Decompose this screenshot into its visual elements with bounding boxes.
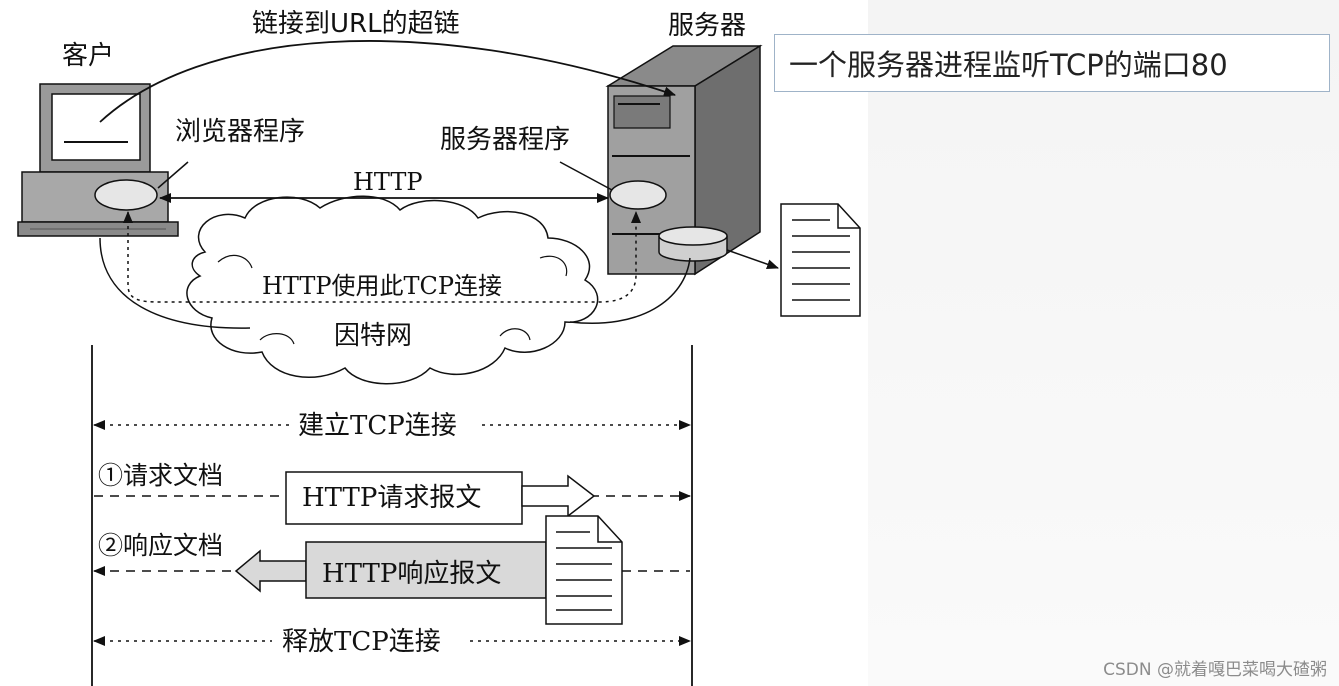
client-computer-icon (17, 83, 179, 237)
establish-label: 建立TCP连接 (298, 411, 457, 441)
response-document-icon (545, 515, 623, 625)
server-process-oval (609, 180, 667, 210)
request-step-label: ①请求文档 (98, 461, 223, 490)
browser-process-oval (94, 179, 158, 211)
cloud-inner-scallops (217, 254, 568, 345)
response-block-arrow (234, 549, 307, 593)
server-tower-icon (605, 44, 763, 276)
response-message-box (305, 541, 547, 599)
response-step-label: ②响应文档 (98, 531, 223, 560)
watermark: CSDN @就着嘎巴菜喝大碴粥 (1103, 660, 1327, 680)
disk-icon (658, 226, 728, 262)
response-message-label: HTTP响应报文 (322, 559, 501, 589)
request-message-label: HTTP请求报文 (302, 483, 481, 513)
slide-background (868, 0, 1339, 686)
internet-label: 因特网 (334, 321, 412, 351)
server-label: 服务器 (668, 11, 746, 41)
disk-to-document-arrow (726, 249, 779, 270)
http-over-tcp-label: HTTP使用此TCP连接 (262, 272, 502, 300)
internet-link-solid (99, 237, 691, 329)
release-label: 释放TCP连接 (282, 627, 441, 657)
server-program-pointer (559, 161, 613, 191)
browser-label: 浏览器程序 (175, 117, 305, 147)
diagram-canvas: 客户 服务器 链接到URL的超链 浏览器程序 服务器程序 HTTP HTTP使用… (17, 9, 861, 686)
request-block-arrow (521, 474, 596, 518)
server-program-label: 服务器程序 (440, 125, 570, 155)
client-label: 客户 (62, 41, 114, 71)
hyperlink-arrow (99, 40, 676, 123)
browser-pointer (157, 161, 189, 189)
document-icon (780, 203, 861, 317)
http-label: HTTP (353, 168, 423, 196)
hyperlink-label: 链接到URL的超链 (252, 9, 460, 39)
port-note-box: 一个服务器进程监听TCP的端口80 (774, 34, 1330, 92)
